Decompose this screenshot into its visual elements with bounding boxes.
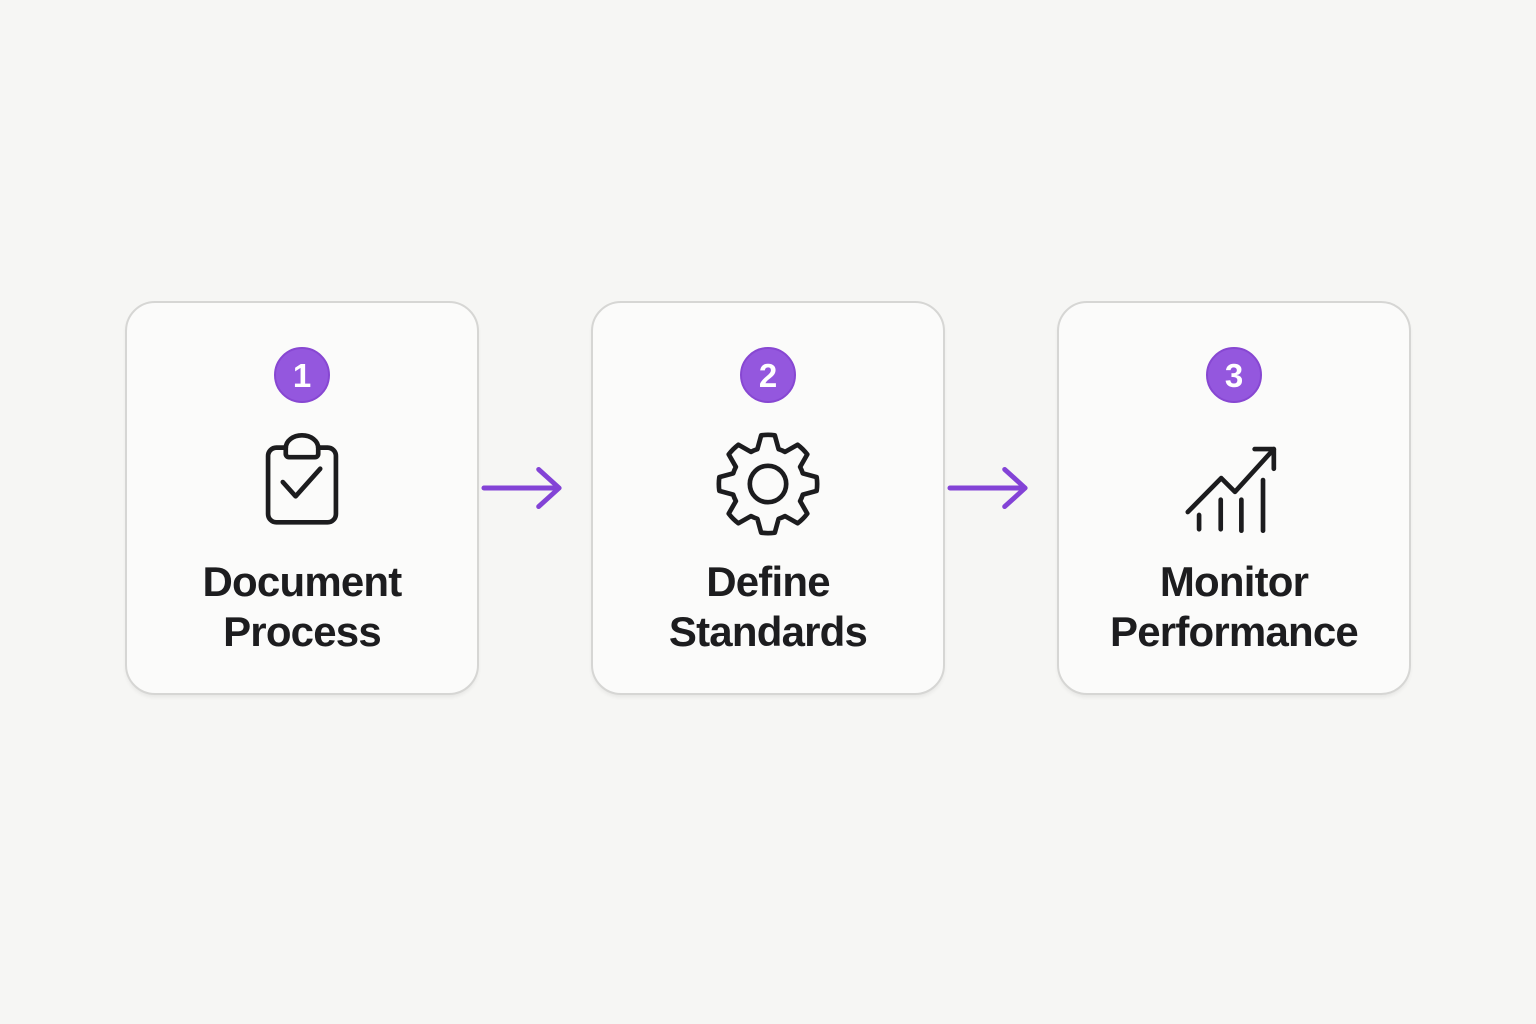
step-card-1: 1 Document Process xyxy=(125,301,479,695)
step-connector xyxy=(945,301,1057,695)
chart-trending-up-icon xyxy=(1175,425,1293,543)
step-number-badge: 3 xyxy=(1206,347,1262,403)
step-card-3: 3 Monitor Performance xyxy=(1057,301,1411,695)
step-label: Document Process xyxy=(202,558,403,656)
gear-icon xyxy=(709,425,827,543)
step-card-2: 2 Define Standards xyxy=(591,301,945,695)
arrow-right-icon xyxy=(947,466,1028,510)
step-connector xyxy=(479,301,591,695)
process-flow-diagram: 1 Document Process 2 Define Standards xyxy=(0,301,1536,695)
clipboard-check-icon xyxy=(243,425,361,543)
arrow-right-icon xyxy=(481,466,562,510)
step-label: Define Standards xyxy=(668,558,868,656)
step-number-badge: 1 xyxy=(274,347,330,403)
step-label: Monitor Performance xyxy=(1110,558,1359,656)
step-number-badge: 2 xyxy=(740,347,796,403)
